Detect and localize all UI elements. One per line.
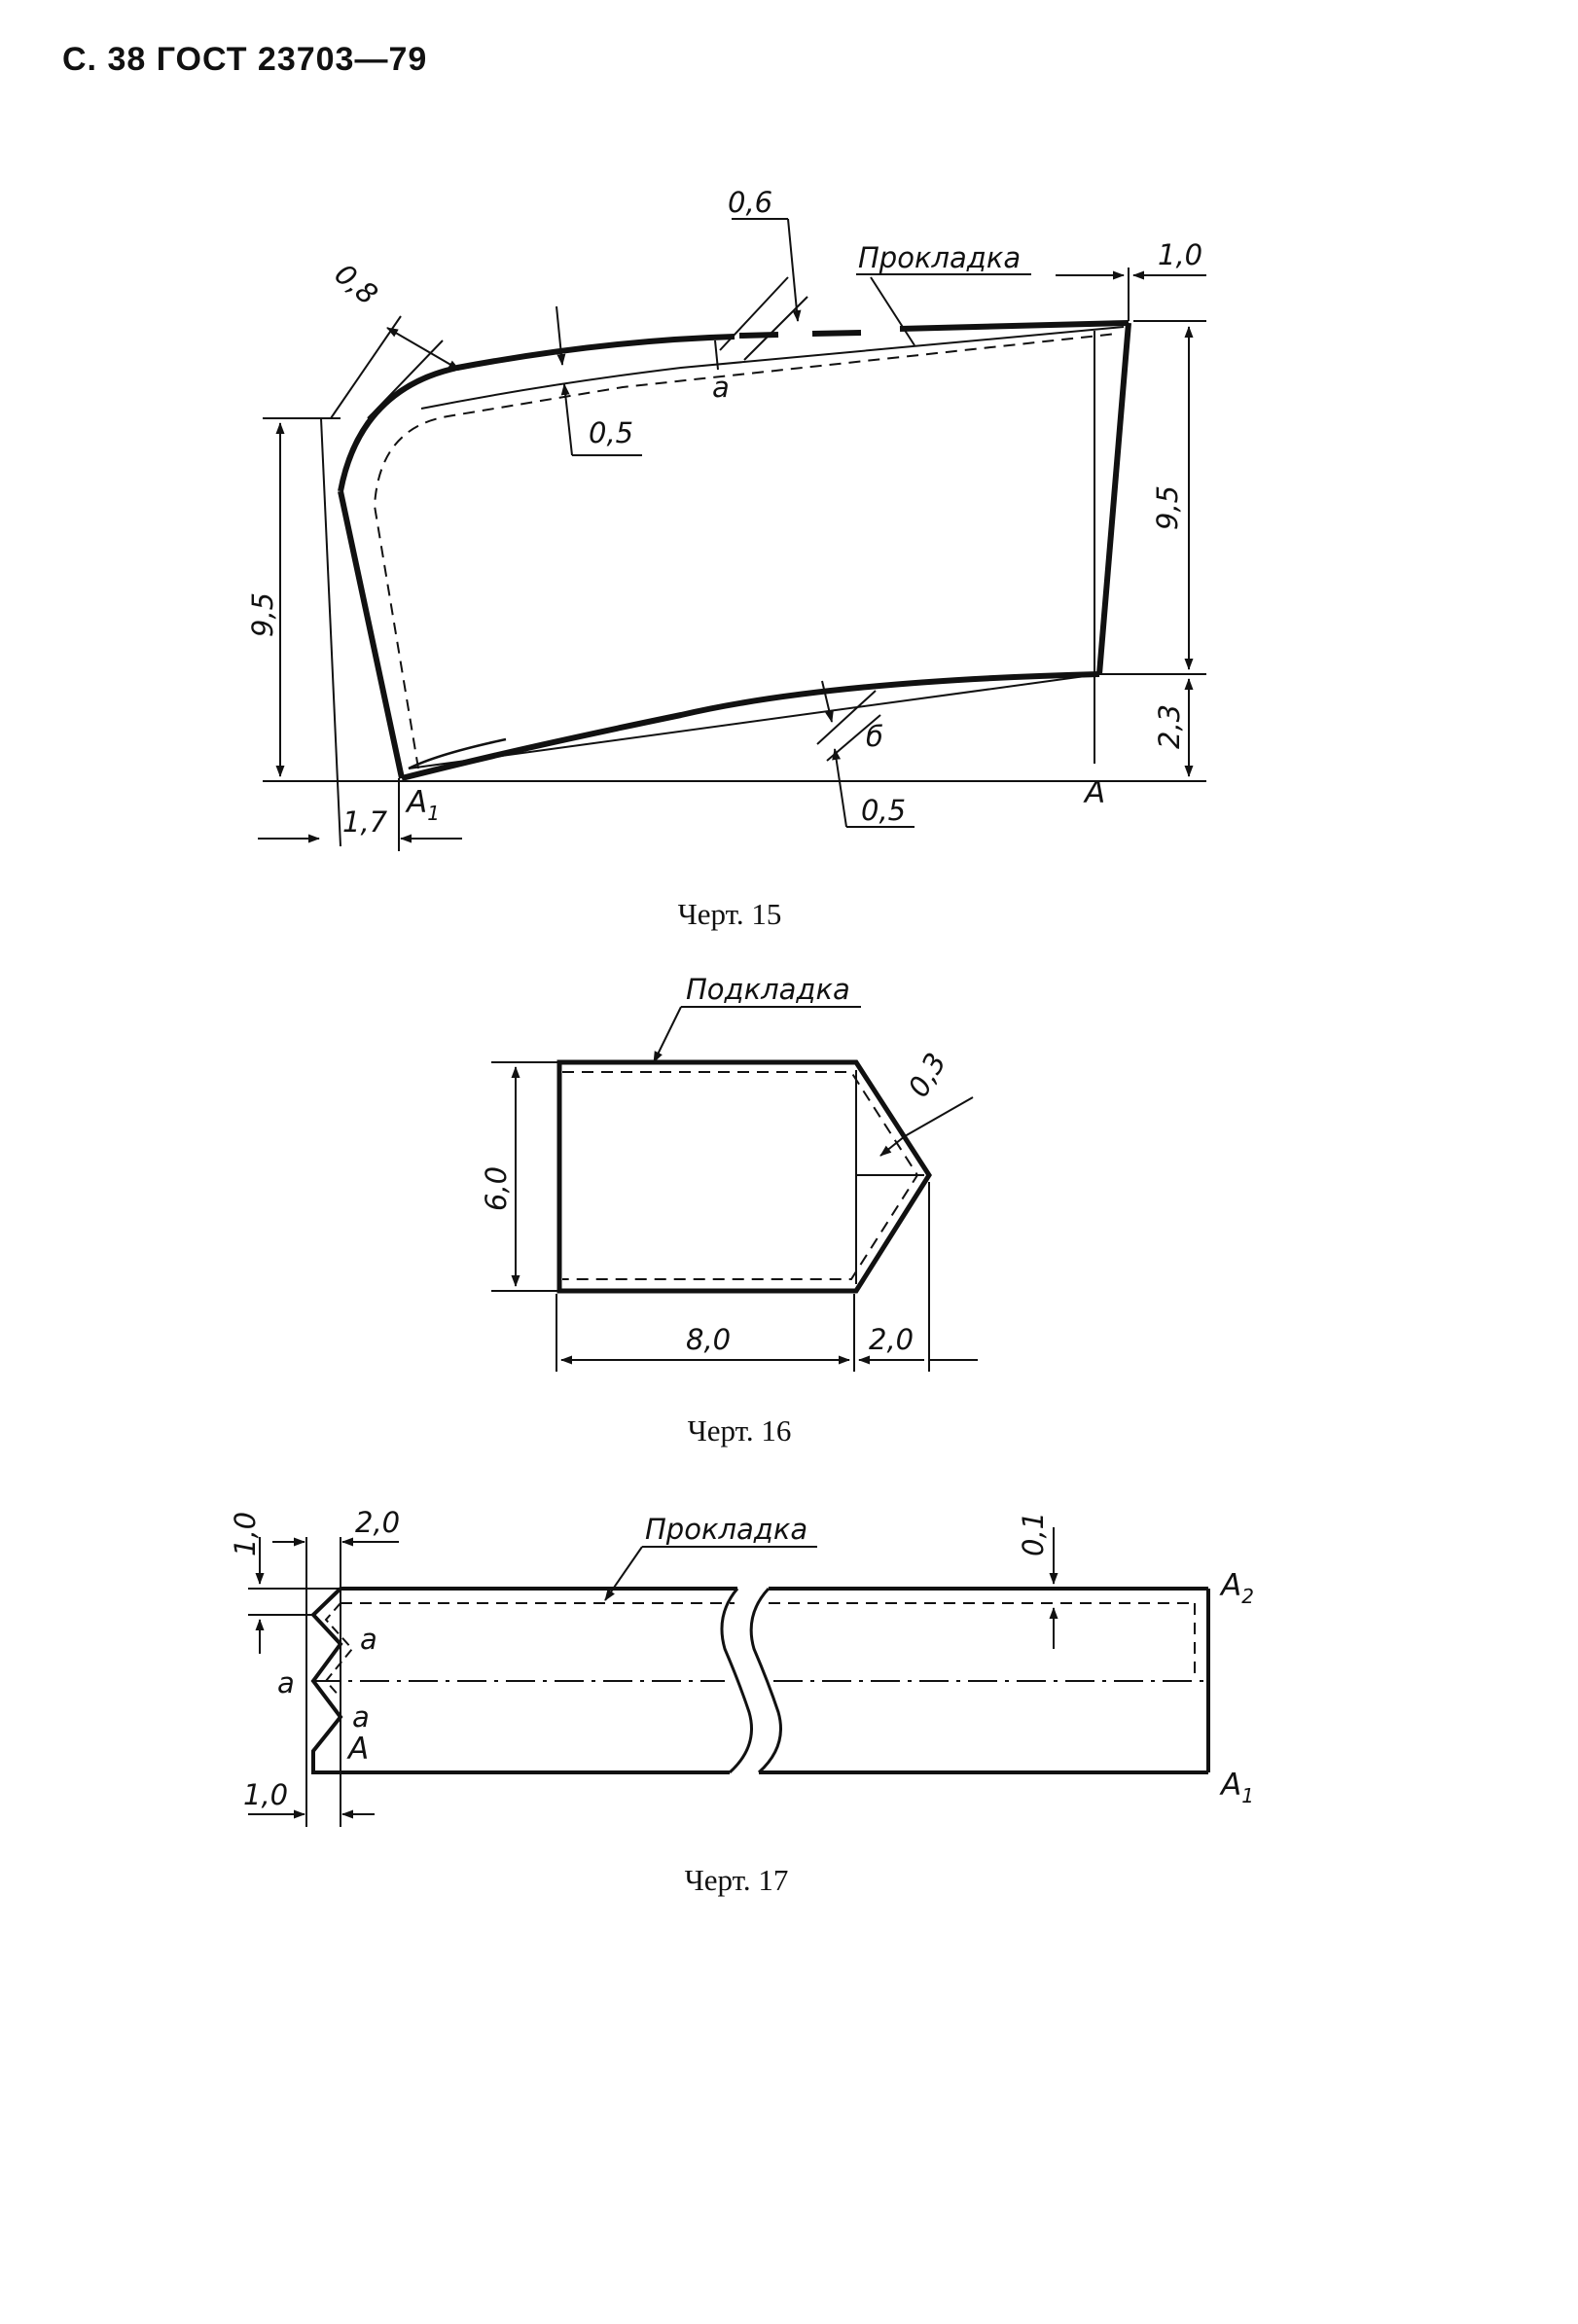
fig17-dim-2-0: 2,0 xyxy=(355,1506,400,1539)
fig15-label-A: А xyxy=(1083,775,1105,810)
fig15-dim-2-3: 2,3 xyxy=(1153,704,1186,749)
fig15-label-a1: А1 xyxy=(405,785,440,825)
fig16-dim-2-0: 2,0 xyxy=(869,1323,914,1356)
fig17-caption: Черт. 17 xyxy=(684,1863,789,1897)
figure-16 xyxy=(491,1006,978,1372)
fig17-dim-1-0-bottom: 1,0 xyxy=(243,1778,288,1811)
fig16-dim-0-3: 0,3 xyxy=(902,1048,953,1103)
fig15-dim-9-5-right: 9,5 xyxy=(1151,485,1184,530)
fig15-outer-contour xyxy=(338,334,735,492)
fig16-caption: Черт. 16 xyxy=(687,1413,792,1448)
fig16-outer-contour xyxy=(556,1059,932,1294)
page-header: С. 38 ГОСТ 23703—79 xyxy=(62,41,428,78)
fig15-dim-9-5-left: 9,5 xyxy=(246,592,279,637)
figure-15 xyxy=(258,218,1206,851)
fig15-label-b: б xyxy=(866,720,883,753)
fig17-label-A: А xyxy=(346,1732,369,1767)
fig17-label-a-left: а xyxy=(277,1666,295,1699)
figure-17 xyxy=(248,1527,1210,1827)
fig15-dim-0-5-bottom: 0,5 xyxy=(861,794,906,827)
fig16-label-podkladka: Подкладка xyxy=(686,973,850,1006)
fig16-dim-8-0: 8,0 xyxy=(686,1323,731,1356)
fig17-label-a-upper: а xyxy=(360,1623,377,1656)
fig17-dim-0-1: 0,1 xyxy=(1017,1512,1050,1556)
fig15-dim-1-7: 1,7 xyxy=(342,805,388,839)
fig15-dim-0-8: 0,8 xyxy=(329,257,384,311)
fig17-label-a-lower: а xyxy=(352,1700,370,1734)
fig15-caption: Черт. 15 xyxy=(677,897,782,931)
fig16-dim-6-0: 6,0 xyxy=(480,1166,513,1211)
fig15-dim-1-0: 1,0 xyxy=(1158,238,1202,271)
fig15-label-a: а xyxy=(712,371,730,404)
fig15-dim-0-6: 0,6 xyxy=(728,186,772,219)
fig17-dim-1-0-top: 1,0 xyxy=(229,1512,262,1556)
fig15-dim-0-5-top: 0,5 xyxy=(589,416,633,449)
fig17-label-a1: А1 xyxy=(1219,1768,1254,1807)
fig17-label-a2: А2 xyxy=(1219,1568,1254,1608)
fig15-label-prokladka: Прокладка xyxy=(858,241,1021,274)
fig17-label-prokladka: Прокладка xyxy=(645,1513,807,1546)
